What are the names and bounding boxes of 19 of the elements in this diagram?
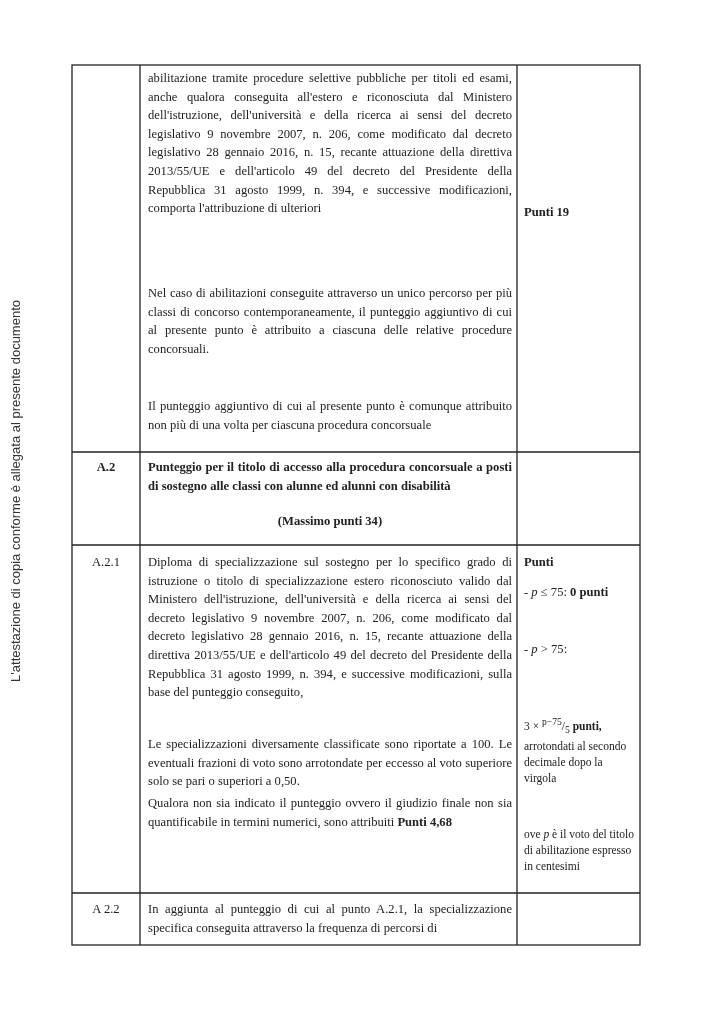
cell-text: Qualora non sia indicato il punteggio ovvero il giudizio finale non sia quantificabile in termini numerici, sono attribuiti Punti 4,68 [148, 795, 512, 831]
cell-text: Diploma di specializzazione sul sostegno per lo specifico grado di istruzione o titolo di specializzazione estero riconosciuto valido dal Ministero dell'istruzione, dell'università e della ricerca ai sensi del decreto legislativo 9 novembre 2007, n. 206, come modificato dal decreto legislativo 28 gennaio 2016, n. 15, recante attuazione della direttiva 2013/55/UE e dell'articolo 49 del decreto del Presidente della Repubblica 31 agosto 1999, n. 394, e successive modificazioni, sulla base del punteggio conseguito, [148, 554, 512, 702]
cell-text: Le specializzazioni diversamente classificate sono riportate a 100. Le eventuali frazioni di voto sono arrotondate per eccesso al voto superiore solo se pari o superiori a 0,50. [148, 736, 512, 791]
cell-text: Il punteggio aggiuntivo di cui al presente punto è comunque attribuito non più di una volta per ciascuna procedura concorsuale [148, 398, 512, 434]
cell-text: In aggiunta al punteggio di cui al punto A.2.1, la specializzazione specifica conseguita attraverso la frequenza di percorsi di [148, 901, 512, 937]
cell-text: Nel caso di abilitazioni conseguite attraverso un unico percorso per più classi di concorso contemporaneamente, il punteggio aggiuntivo di cui al presente punto è attribuito a ciascuna delle relative procedure concorsuali. [148, 285, 512, 358]
points-rule: - p ≤ 75: 0 punti [524, 584, 610, 601]
points-value: Punti 19 [524, 204, 571, 221]
cell-text: abilitazione tramite procedure selettive pubbliche per titoli ed esami, anche qualora conseguita all'estero e riconosciuta dal Ministero dell'istruzione, dell'università e della ricerca ai sensi del decreto legislativo 9 novembre 2007, n. 206, come modificato dal decreto legislativo 28 gennaio 2016, n. 15, recante attuazione della direttiva 2013/55/UE e dell'articolo 49 del decreto del Presidente della Repubblica 31 agosto 1999, n. 394, e successive modificazioni, comporta l'attribuzione di ulteriori [148, 70, 512, 218]
margin-note: L'attestazione di copia conforme è allegata al presente documento [8, 300, 23, 682]
points-heading: Punti [524, 554, 555, 571]
points-formula: 3 × $^{p−75}$/$_{5}$ punti, arrotondati al secondo decimale dopo la virgola [524, 715, 628, 787]
points-note: ove p è il voto del titolo di abilitazione espresso in centesimi [524, 827, 635, 874]
points-rule: - p > 75: [524, 641, 569, 658]
section-heading: Punteggio per il titolo di accesso alla procedura concorsuale a posti di sostegno alle classi con alunne ed alunni con disabilità [148, 459, 512, 495]
item-code: A 2.2 [91, 901, 121, 918]
item-code: A.2.1 [91, 554, 121, 571]
item-code: A.2 [95, 459, 117, 476]
max-points-note: (Massimo punti 34) [276, 513, 384, 530]
